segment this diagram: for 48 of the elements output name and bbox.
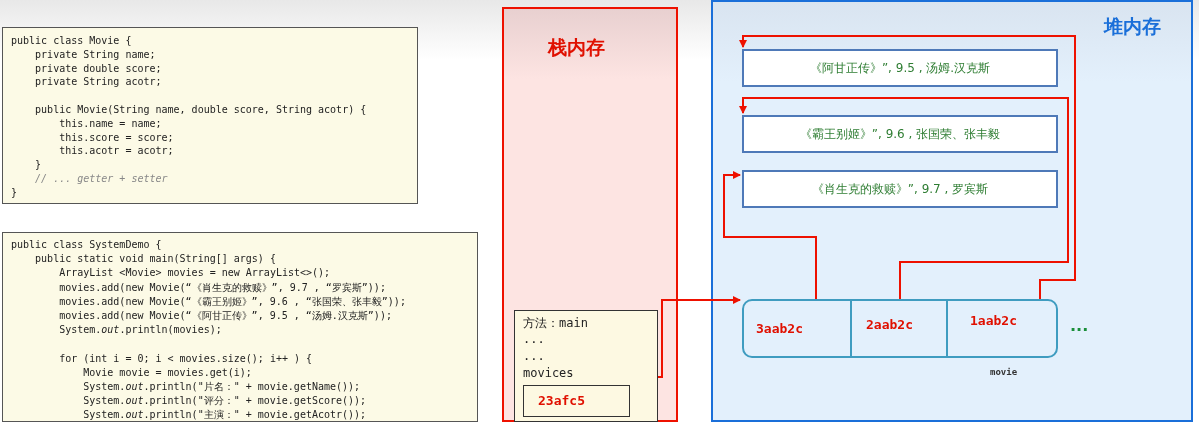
code-panel	[2, 232, 478, 422]
code-line: public static void main(String[] args) {	[34, 252, 276, 266]
stack-frame	[514, 310, 658, 422]
code-line: public Movie(String name, double score, String acotr) {	[34, 103, 367, 116]
code-line: ArrayList <Movie> movies = new ArrayList<>();	[58, 266, 331, 280]
code-line: System.out.println("评分：" + movie.getScore());	[82, 394, 367, 408]
reference-cell: 3aab2c	[742, 299, 850, 358]
reference-value-box: 23afc5	[523, 385, 630, 417]
frame-text: movices	[523, 366, 574, 380]
code-line: this.name = name;	[58, 116, 162, 130]
arrow	[739, 35, 1076, 300]
movie-object-box: 《霸王别姬》”, 9.6 , 张国荣、张丰毅	[742, 115, 1058, 153]
code-line: movies.add(new Movie(“《霸王别姬》”, 9.6 , “张国荣、张丰毅”));	[58, 294, 406, 308]
code-line: System.out.println("片名：" + movie.getName());	[82, 380, 361, 393]
code-line: // ... getter + setter	[34, 172, 168, 185]
code-line: movies.add(new Movie(“《阿甘正传》”, 9.5 , “汤姆.汉克斯”));	[58, 309, 392, 322]
code-line: for (int i = 0; i < movies.size(); i++ ) {	[58, 351, 313, 365]
code-line: System.out.println(movies);	[58, 323, 222, 337]
code-line: System.out.println("主演：" + movie.getAcotr());	[82, 408, 367, 421]
code-line: Movie movie = movies.get(i);	[82, 365, 252, 379]
frame-text: ...	[523, 349, 545, 363]
code-line: this.score = score;	[58, 130, 174, 144]
arrow	[657, 296, 741, 378]
code-panel	[2, 27, 418, 204]
code-line: private double score;	[34, 61, 162, 75]
panel-title: 栈内存	[548, 35, 605, 60]
stack-memory-panel	[502, 7, 678, 422]
code-line: movies.add(new Movie(“《肖生克的救赎》”, 9.7 , “罗宾斯”));	[58, 280, 386, 294]
code-line: public class Movie {	[11, 34, 132, 47]
code-line: private String name;	[34, 47, 156, 61]
code-line: private String acotr;	[34, 75, 162, 89]
code-line: this.acotr = acotr;	[58, 144, 174, 158]
frame-text: ...	[523, 332, 545, 346]
reference-cell: 1aab2c	[946, 299, 1058, 358]
arrow	[739, 97, 1069, 300]
code-line: }	[34, 158, 42, 172]
caption-text: movie	[990, 367, 1018, 377]
panel-title: 堆内存	[1104, 14, 1161, 39]
movie-object-box: 《阿甘正传》”, 9.5 , 汤姆.汉克斯	[742, 49, 1058, 87]
code-line: public class SystemDemo {	[11, 238, 162, 251]
reference-cell: 2aab2c	[850, 299, 946, 358]
code-line: }	[11, 185, 18, 199]
arrow	[723, 171, 817, 300]
movie-object-box: 《肖生克的救赎》”, 9.7 , 罗宾斯	[742, 170, 1058, 208]
ellipsis-text: ...	[1070, 316, 1089, 335]
array-box	[742, 299, 1058, 358]
frame-text: 方法：main	[523, 315, 588, 332]
heap-memory-panel	[711, 0, 1193, 422]
